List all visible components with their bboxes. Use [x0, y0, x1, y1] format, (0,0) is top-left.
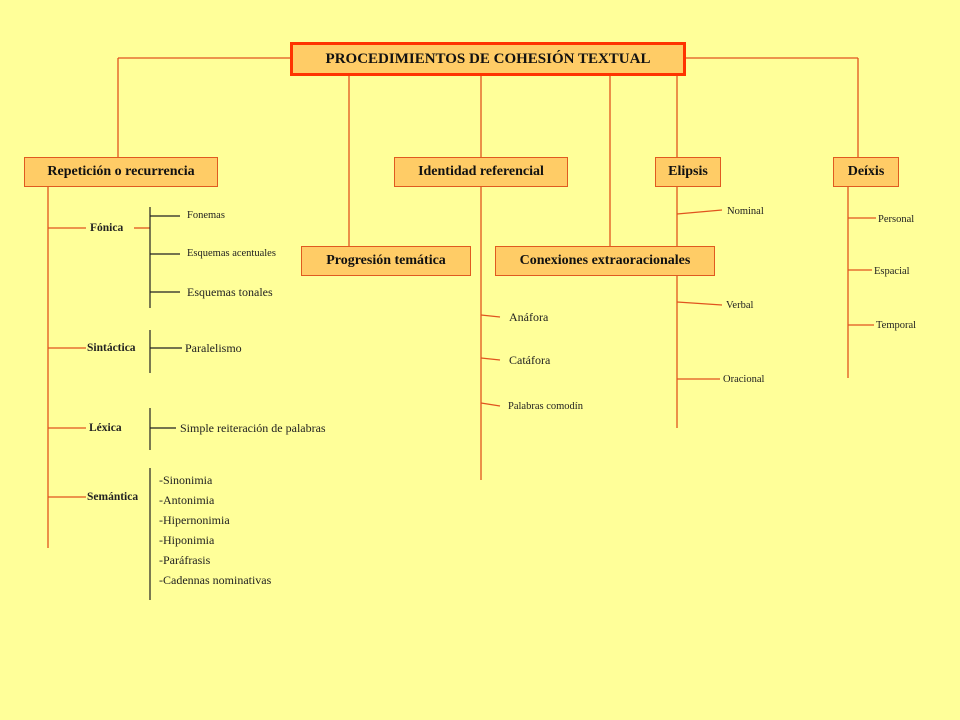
list-item: -Hiponimia [159, 533, 215, 547]
label-semantica: Semántica [87, 491, 139, 503]
list-item: -Hipernonimia [159, 513, 230, 527]
item-catafora: Catáfora [509, 353, 551, 367]
item-temporal: Temporal [876, 320, 917, 331]
list-item: -Cadennas nominativas [159, 573, 272, 587]
list-item: -Paráfrasis [159, 553, 211, 567]
category-conexiones-extraoracionales: Conexiones extraoracionales [495, 246, 715, 276]
semantica-list: -Sinonimia -Antonimia -Hipernonimia -Hip… [159, 470, 271, 590]
category-progresion-tematica: Progresión temática [301, 246, 471, 276]
category-deixis: Deíxis [833, 157, 899, 187]
label-sintactica: Sintáctica [87, 342, 136, 354]
category-repeticion: Repetición o recurrencia [24, 157, 218, 187]
item-oracional: Oracional [723, 374, 765, 385]
category-identidad-referencial: Identidad referencial [394, 157, 568, 187]
label-lexica: Léxica [89, 422, 122, 434]
list-item: -Antonimia [159, 493, 215, 507]
item-simple-reiteracion: Simple reiteración de palabras [180, 421, 326, 435]
label-fonica: Fónica [90, 222, 124, 234]
item-anafora: Anáfora [509, 310, 549, 324]
main-title-box: PROCEDIMIENTOS DE COHESIÓN TEXTUAL [290, 42, 686, 76]
item-fonemas: Fonemas [187, 210, 225, 221]
item-esquemas-tonales: Esquemas tonales [187, 285, 273, 299]
item-esquemas-acentuales: Esquemas acentuales [187, 248, 276, 259]
item-palabras-comodin: Palabras comodín [508, 401, 583, 412]
list-item: -Sinonimia [159, 473, 213, 487]
item-paralelismo: Paralelismo [185, 341, 242, 355]
item-nominal: Nominal [727, 206, 764, 217]
category-elipsis: Elipsis [655, 157, 721, 187]
item-verbal: Verbal [726, 300, 754, 311]
item-personal: Personal [878, 214, 915, 225]
item-espacial: Espacial [874, 266, 910, 277]
